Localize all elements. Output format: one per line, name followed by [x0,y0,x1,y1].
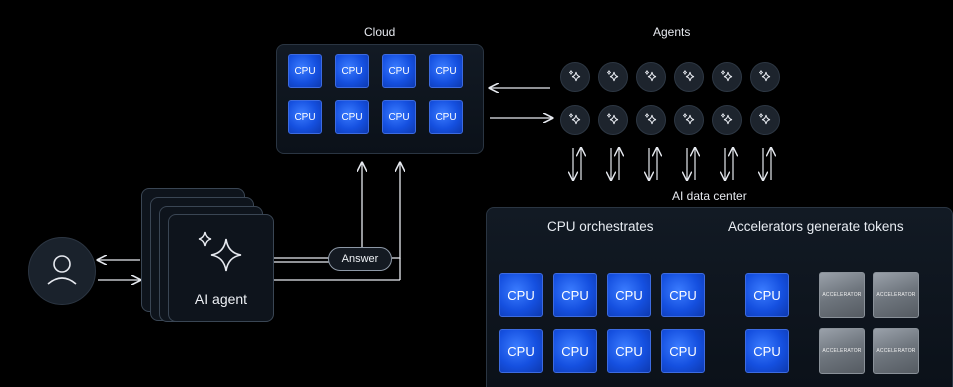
cloud-cpu-chip: CPU [429,54,463,88]
agent-node [712,62,742,92]
agent-node [674,62,704,92]
sparkle-icon [683,70,695,82]
cloud-cpu-chip: CPU [382,54,416,88]
orchestrates-title: CPU orchestrates [547,219,654,234]
sparkle-icon [607,113,619,125]
accelerator-chip: ACCELERATOR [873,328,919,374]
orchestrate-cpu-chip: CPU [661,329,705,373]
agent-node [560,62,590,92]
agent-node [636,62,666,92]
cloud-cpu-chip: CPU [288,100,322,134]
accelerator-chip: ACCELERATOR [819,328,865,374]
cloud-cpu-chip: CPU [382,100,416,134]
sparkle-icon [759,113,771,125]
agent-node [674,105,704,135]
cloud-cpu-chip: CPU [429,100,463,134]
sparkle-icon [683,113,695,125]
agent-node [750,62,780,92]
bidirectional-arrows [573,148,771,180]
sparkle-icon [645,70,657,82]
cloud-cpu-grid: CPU CPU CPU CPU CPU CPU CPU CPU [288,54,463,134]
accelerator-chip: ACCELERATOR [873,272,919,318]
accelerator-cpu-chip: CPU [745,273,789,317]
ai-agent-card[interactable]: AI agent [168,214,274,322]
datacenter-panel: CPU orchestrates Accelerators generate t… [486,207,953,387]
cloud-panel: CPU CPU CPU CPU CPU CPU CPU CPU [276,44,484,154]
sparkle-icon [198,231,242,272]
accelerator-cpu-column: CPU CPU [745,273,789,373]
cloud-cpu-chip: CPU [288,54,322,88]
agent-node [712,105,742,135]
sparkle-icon [759,70,771,82]
sparkle-icon [607,70,619,82]
cloud-title: Cloud [364,25,396,39]
agent-node [750,105,780,135]
cloud-cpu-chip: CPU [335,54,369,88]
sparkle-icon [569,113,581,125]
user-avatar[interactable] [28,237,96,305]
agent-node [560,105,590,135]
answer-pill: Answer [328,247,392,271]
agents-title: Agents [653,25,691,39]
orchestrate-cpu-chip: CPU [553,329,597,373]
agent-node [598,105,628,135]
user-icon [47,255,77,285]
accelerators-title: Accelerators generate tokens [728,219,904,234]
line-answer-to-cloud [392,163,400,259]
accelerator-chip: ACCELERATOR [819,272,865,318]
orchestrate-cpu-chip: CPU [499,273,543,317]
agent-node [598,62,628,92]
sparkle-icon [721,70,733,82]
ai-agent-label: AI agent [194,291,248,307]
orchestrate-cpu-chip: CPU [607,329,651,373]
sparkle-icon [721,113,733,125]
cloud-cpu-chip: CPU [335,100,369,134]
sparkle-icon [569,70,581,82]
agent-node [636,105,666,135]
datacenter-label: AI data center [672,189,747,203]
orchestrate-cpu-chip: CPU [553,273,597,317]
accelerator-cpu-chip: CPU [745,329,789,373]
sparkle-icon [645,113,657,125]
orchestrate-cpu-chip: CPU [499,329,543,373]
agents-grid [560,62,780,135]
orchestrate-cpu-chip: CPU [607,273,651,317]
orchestrate-cpu-chip: CPU [661,273,705,317]
